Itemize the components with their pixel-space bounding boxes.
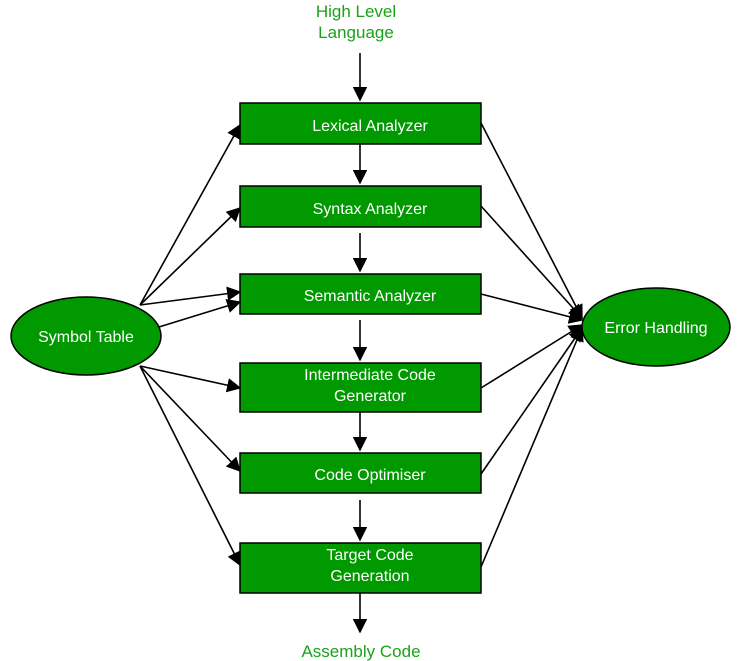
error-handling-label: Error Handling: [604, 320, 707, 337]
phase-target-code-generation: Target Code Generation: [239, 542, 482, 594]
phase-label-line2: Generation: [330, 568, 409, 585]
phase-label-line2: Generator: [334, 388, 407, 405]
arrow-symbol-to-intermediate: [139, 365, 242, 393]
arrow-lexical-to-error: [480, 122, 583, 320]
phase-intermediate-code-generator: Intermediate Code Generator: [239, 362, 482, 413]
arrow-semantic-to-error: [480, 293, 584, 324]
output-label: Assembly Code: [301, 642, 420, 661]
arrow-symbol-to-syntax: [139, 206, 242, 306]
arrow-symbol-to-semantic: [139, 286, 242, 306]
phase-syntax-analyzer: Syntax Analyzer: [239, 185, 482, 228]
arrow-symbol-to-target: [139, 365, 241, 567]
phase-lexical-analyzer: Lexical Analyzer: [239, 102, 482, 145]
input-label-line1: High Level: [316, 2, 396, 21]
arrow-optimiser-to-error: [480, 326, 583, 475]
phase-label-line1: Intermediate Code: [304, 367, 436, 384]
symbol-table-label: Symbol Table: [38, 329, 134, 346]
phase-semantic-analyzer: Semantic Analyzer: [239, 273, 482, 315]
arrow-symbol-to-lexical: [139, 123, 241, 306]
arrow-symbol-to-optimiser: [139, 365, 241, 473]
symbol-table-node: Symbol Table: [10, 296, 162, 376]
phase-label: Syntax Analyzer: [313, 201, 428, 218]
arrow-intermediate-to-error: [480, 324, 584, 389]
phase-label: Code Optimiser: [314, 467, 426, 484]
arrow-target-to-error: [480, 326, 584, 568]
phase-code-optimiser: Code Optimiser: [239, 452, 482, 494]
phase-label: Semantic Analyzer: [304, 288, 437, 305]
arrow-syntax-to-error: [480, 205, 583, 320]
error-handling-node: Error Handling: [581, 287, 731, 367]
phase-label-line1: Target Code: [326, 547, 413, 564]
phase-label: Lexical Analyzer: [312, 118, 428, 135]
input-label-line2: Language: [318, 23, 394, 42]
